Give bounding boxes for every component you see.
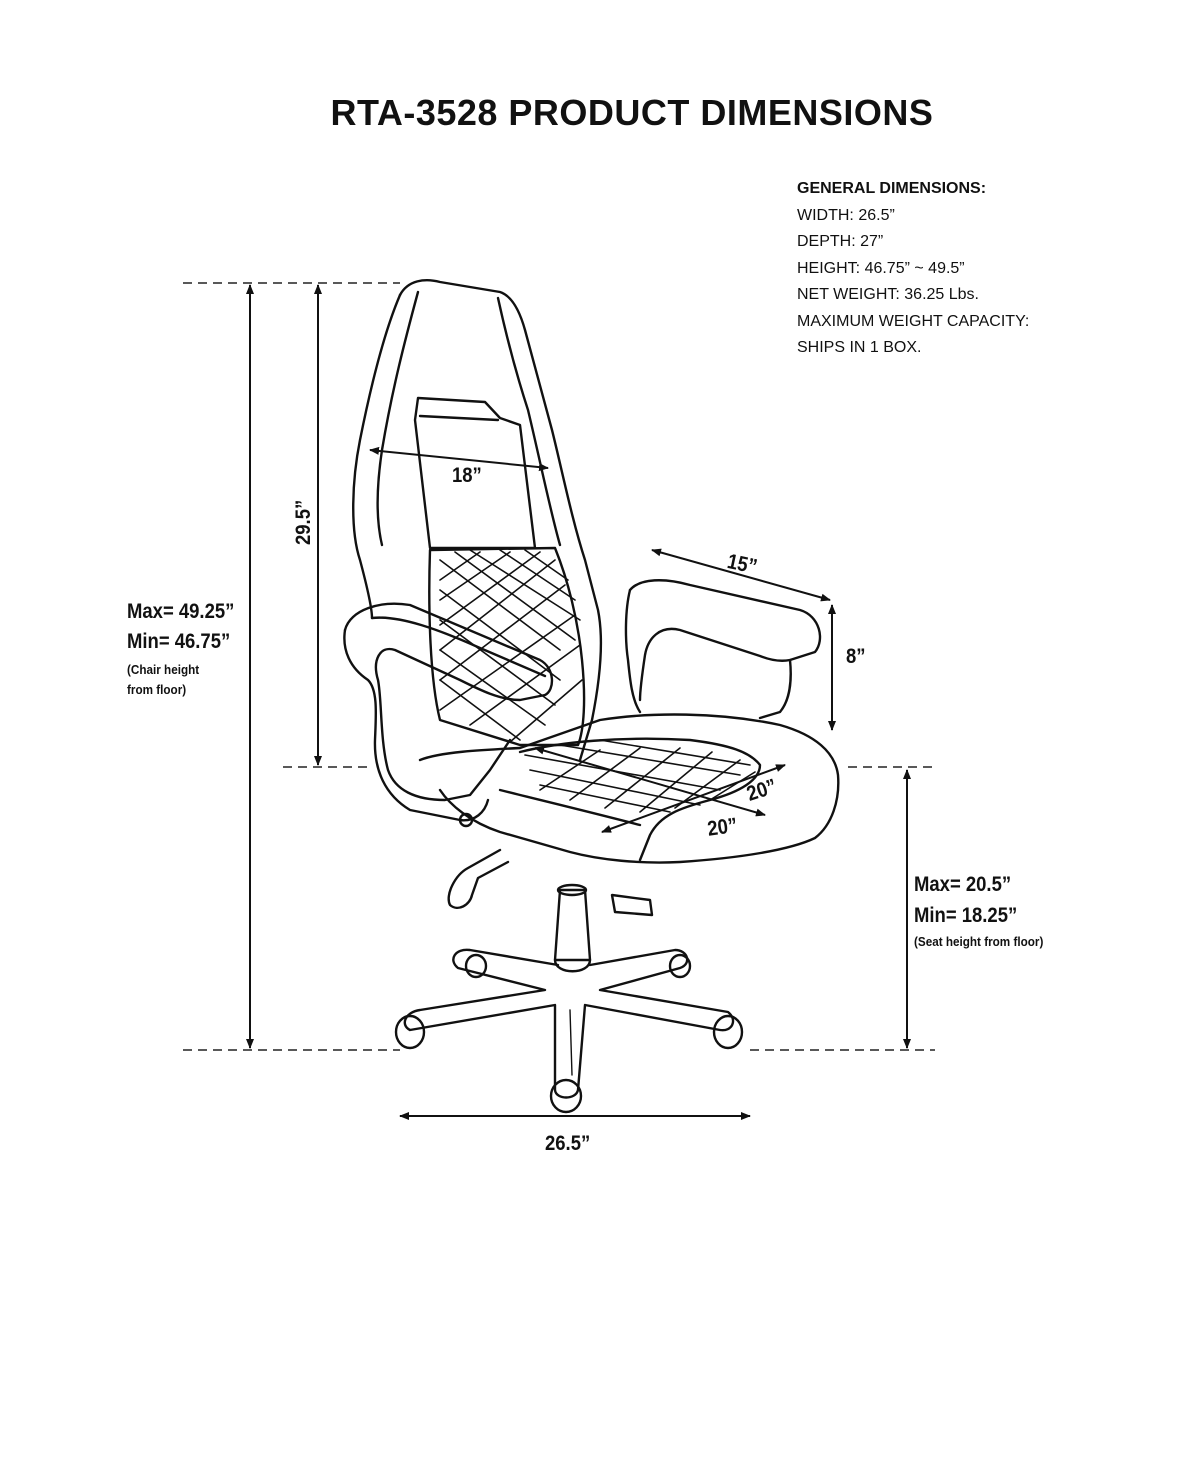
gas-lift [553,888,592,962]
lumbar-quilting [439,549,583,743]
seat-height-max: Max= 20.5” [914,873,1012,896]
left-armrest [343,602,554,802]
lumbar-panel [428,546,586,747]
casters [394,953,744,1114]
general-dimensions-heading: GENERAL DIMENSIONS: [797,180,987,197]
spec-depth: DEPTH: 27” [797,233,884,250]
arm-height-label: 8” [846,645,866,668]
backrest-outline [398,279,603,762]
seat-width-label: 20” [706,813,739,841]
seat-height-min: Min= 18.25” [914,904,1018,927]
right-armrest [628,579,822,702]
spec-max-capacity: MAXIMUM WEIGHT CAPACITY: [797,312,1030,330]
chair-height-note-line1: (Chair height [127,662,200,677]
seat-depth-arrow [534,746,766,817]
back-height-label: 29.5” [292,499,315,545]
tilt-lever [447,848,510,909]
star-base [403,948,735,1099]
seat-quilting [524,739,756,813]
backrest-inner-left [376,290,420,547]
headrest-panel [413,396,537,550]
spec-height: HEIGHT: 46.75” ~ 49.5” [797,259,965,277]
chair-height-note-line2: from floor) [127,682,187,697]
arm-length-arrow [651,548,831,602]
backrest-left-edge [352,293,402,620]
chair-height-min: Min= 46.75” [127,630,231,653]
backrest-inner-right [496,296,562,547]
general-dimensions-list: GENERAL DIMENSIONS: WIDTH: 26.5” DEPTH: … [797,176,1029,362]
seat-cushion [418,713,840,864]
reference-lines [183,282,935,1051]
seat-width-arrow [601,764,786,833]
page-title: RTA-3528 PRODUCT DIMENSIONS [330,92,934,133]
chair-height-max: Max= 49.25” [127,600,235,623]
spec-ships: SHIPS IN 1 BOX. [797,339,922,356]
spec-net-weight: NET WEIGHT: 36.25 Lbs. [797,286,979,303]
base-width-label: 26.5” [545,1132,591,1155]
back-width-label: 18” [452,464,482,487]
mechanism [610,893,654,917]
spec-width: WIDTH: 26.5” [797,206,895,224]
back-width-arrow [369,446,549,472]
seat-height-note: (Seat height from floor) [914,934,1044,949]
dimension-arrows [246,284,911,1120]
chair-illustration [343,279,840,1114]
